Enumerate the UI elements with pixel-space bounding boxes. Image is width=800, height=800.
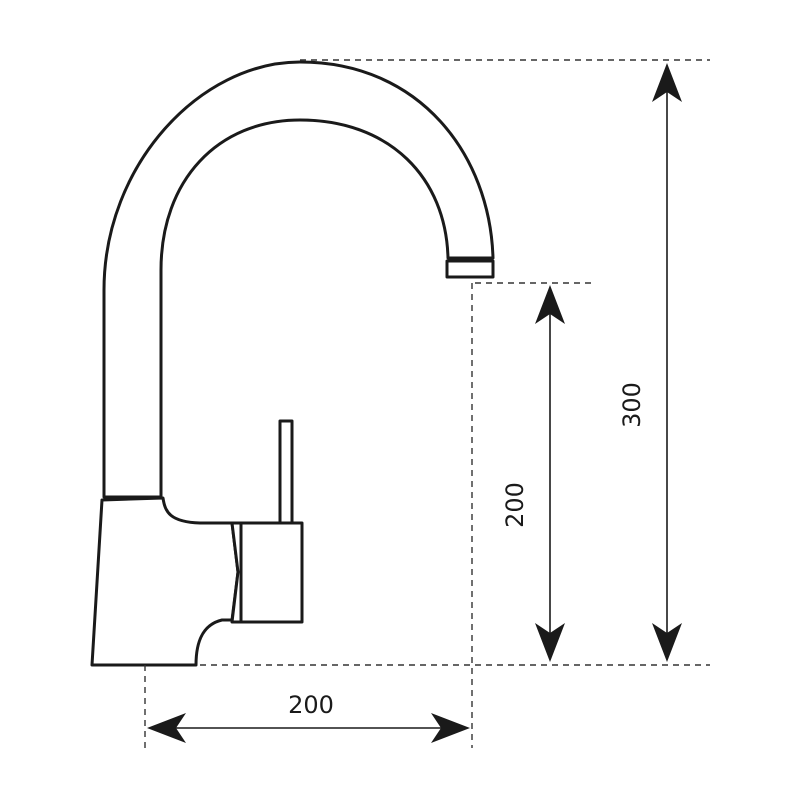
faucet-base-body: [90, 496, 240, 667]
width-arrow-right: [431, 713, 470, 743]
dimension-total-height: 300: [618, 63, 682, 662]
total-height-arrow-top: [652, 63, 682, 102]
total-height-label: 300: [618, 382, 646, 428]
faucet: [90, 60, 495, 667]
extension-lines: [144, 59, 710, 748]
spout-outlet: [445, 259, 495, 279]
width-label: 200: [288, 691, 334, 719]
lever-handle: [278, 419, 294, 525]
total-height-arrow-bottom: [652, 623, 682, 662]
spout-height-arrow-bottom: [535, 623, 565, 662]
faucet-spout: [102, 60, 495, 499]
dimension-spout-height: 200: [501, 285, 565, 662]
spout-height-label: 200: [501, 482, 529, 528]
width-arrow-left: [147, 713, 186, 743]
dimension-width: 200: [147, 691, 470, 743]
spout-height-arrow-top: [535, 285, 565, 324]
